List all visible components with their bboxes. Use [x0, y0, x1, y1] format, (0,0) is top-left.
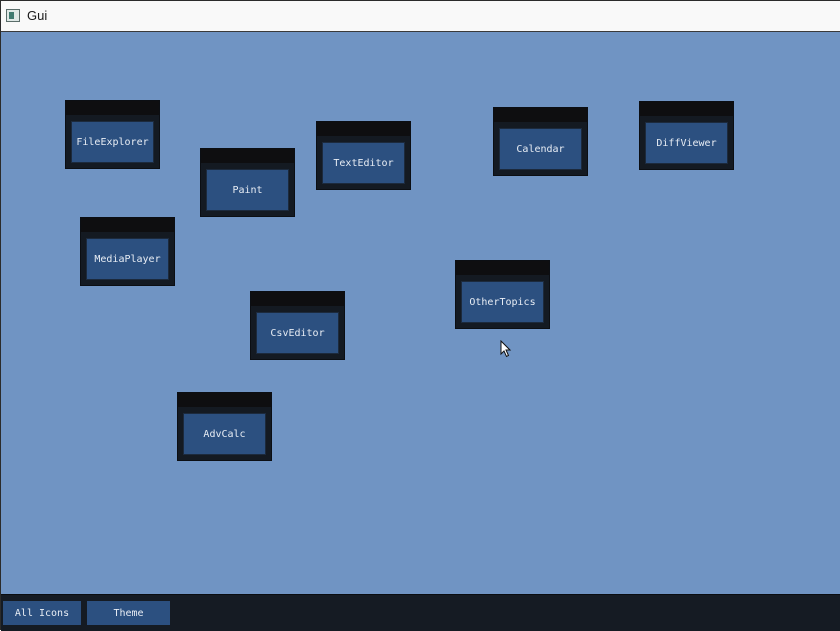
window-header[interactable] [66, 101, 159, 115]
app-icon [6, 9, 20, 22]
csveditor-window[interactable]: CsvEditor [250, 291, 345, 360]
window-header[interactable] [178, 393, 271, 407]
window-header[interactable] [640, 102, 733, 116]
calendar-button[interactable]: Calendar [499, 128, 582, 170]
all-icons-button[interactable]: All Icons [3, 601, 81, 625]
mediaplayer-button[interactable]: MediaPlayer [86, 238, 169, 280]
fileexplorer-window[interactable]: FileExplorer [65, 100, 160, 169]
mouse-pointer-icon [500, 340, 512, 358]
csveditor-button[interactable]: CsvEditor [256, 312, 339, 354]
window-header[interactable] [317, 122, 410, 136]
advcalc-button[interactable]: AdvCalc [183, 413, 266, 455]
othertopics-button[interactable]: OtherTopics [461, 281, 544, 323]
window-header[interactable] [251, 292, 344, 306]
window-title: Gui [27, 8, 48, 23]
taskbar: All Icons Theme [1, 594, 840, 631]
texteditor-button[interactable]: TextEditor [322, 142, 405, 184]
paint-window[interactable]: Paint [200, 148, 295, 217]
desktop-area: FileExplorer Paint TextEditor Calendar D… [1, 32, 840, 594]
window-header[interactable] [201, 149, 294, 163]
window-header[interactable] [494, 108, 587, 122]
title-bar[interactable]: Gui [1, 1, 840, 32]
diffviewer-window[interactable]: DiffViewer [639, 101, 734, 170]
fileexplorer-button[interactable]: FileExplorer [71, 121, 154, 163]
othertopics-window[interactable]: OtherTopics [455, 260, 550, 329]
calendar-window[interactable]: Calendar [493, 107, 588, 176]
theme-button[interactable]: Theme [87, 601, 170, 625]
window-header[interactable] [81, 218, 174, 232]
advcalc-window[interactable]: AdvCalc [177, 392, 272, 461]
texteditor-window[interactable]: TextEditor [316, 121, 411, 190]
diffviewer-button[interactable]: DiffViewer [645, 122, 728, 164]
mediaplayer-window[interactable]: MediaPlayer [80, 217, 175, 286]
window-header[interactable] [456, 261, 549, 275]
paint-button[interactable]: Paint [206, 169, 289, 211]
